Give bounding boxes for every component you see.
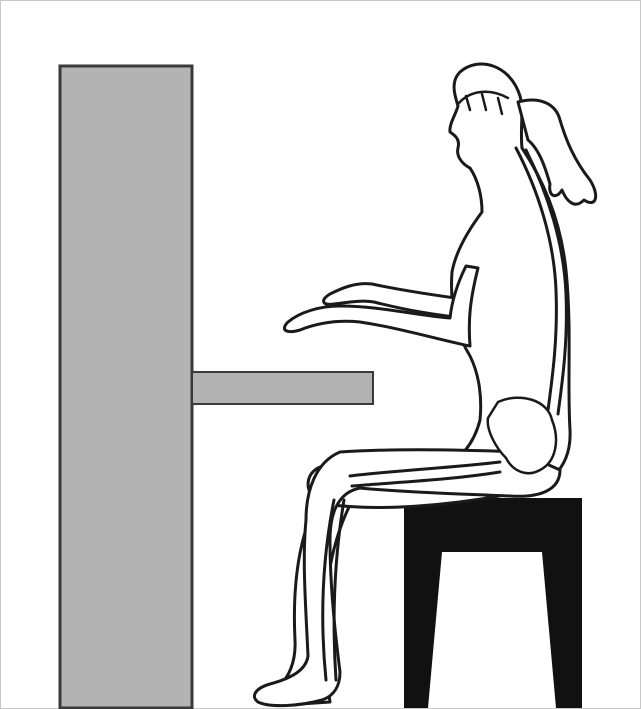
stool [404,498,582,708]
piano-keyboard-shelf [192,372,373,404]
stool-body [404,498,582,708]
piano-body [60,66,192,708]
